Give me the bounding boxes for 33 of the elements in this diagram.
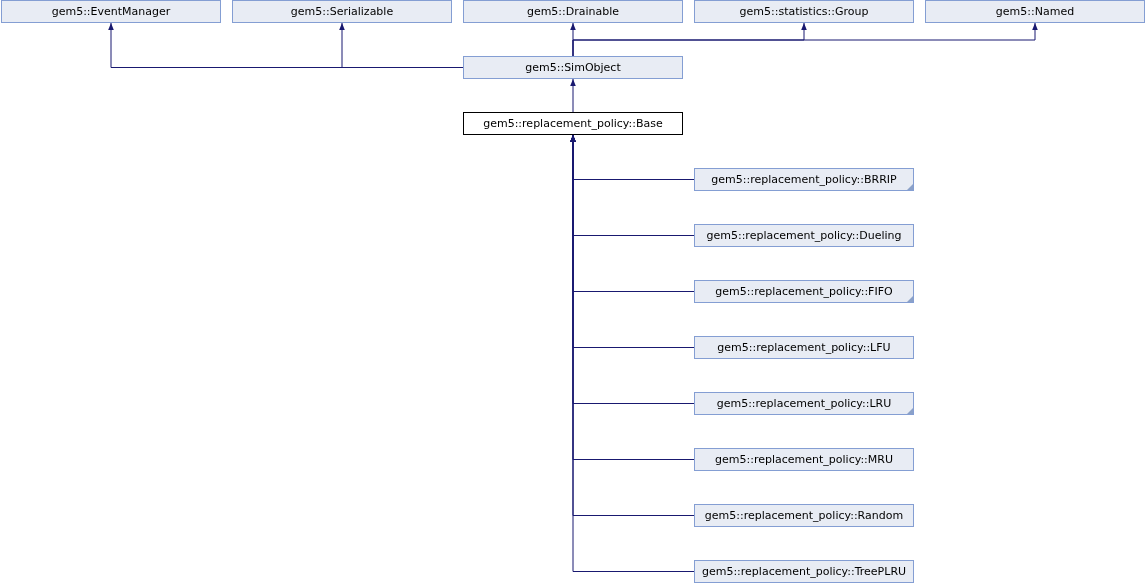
class-name: gem5::Serializable — [290, 5, 394, 18]
class-box — [694, 168, 914, 191]
class-box — [694, 560, 914, 583]
class-name: gem5::Drainable — [526, 5, 620, 18]
class-name: gem5::replacement_policy::LRU — [716, 397, 892, 410]
class-name: gem5::Named — [995, 5, 1075, 18]
class-name: gem5::SimObject — [525, 61, 621, 74]
class-name: gem5::replacement_policy::Random — [704, 509, 904, 522]
class-box — [463, 112, 683, 135]
class-box — [1, 0, 221, 23]
class-box — [694, 448, 914, 471]
class-box — [694, 392, 914, 415]
inheritance-arrow — [570, 78, 576, 113]
class-box — [463, 0, 683, 23]
class-box — [694, 0, 914, 23]
class-box — [925, 0, 1145, 23]
class-name: gem5::replacement_policy::FIFO — [715, 285, 893, 298]
class-name: gem5::statistics::Group — [739, 5, 869, 18]
inheritance-arrow — [339, 22, 464, 68]
class-name: gem5::replacement_policy::TreePLRU — [701, 565, 907, 578]
class-name: gem5::EventManager — [51, 5, 171, 18]
inheritance-arrow — [572, 22, 1038, 57]
class-box — [463, 56, 683, 79]
class-box — [694, 280, 914, 303]
class-box — [694, 336, 914, 359]
class-name: gem5::replacement_policy::Dueling — [706, 229, 902, 242]
class-box — [694, 224, 914, 247]
class-box — [694, 504, 914, 527]
class-name: gem5::replacement_policy::BRRIP — [711, 173, 897, 186]
class-name: gem5::replacement_policy::LFU — [717, 341, 891, 354]
class-box — [232, 0, 452, 23]
class-name: gem5::replacement_policy::Base — [483, 117, 663, 130]
class-name: gem5::replacement_policy::MRU — [715, 453, 893, 466]
